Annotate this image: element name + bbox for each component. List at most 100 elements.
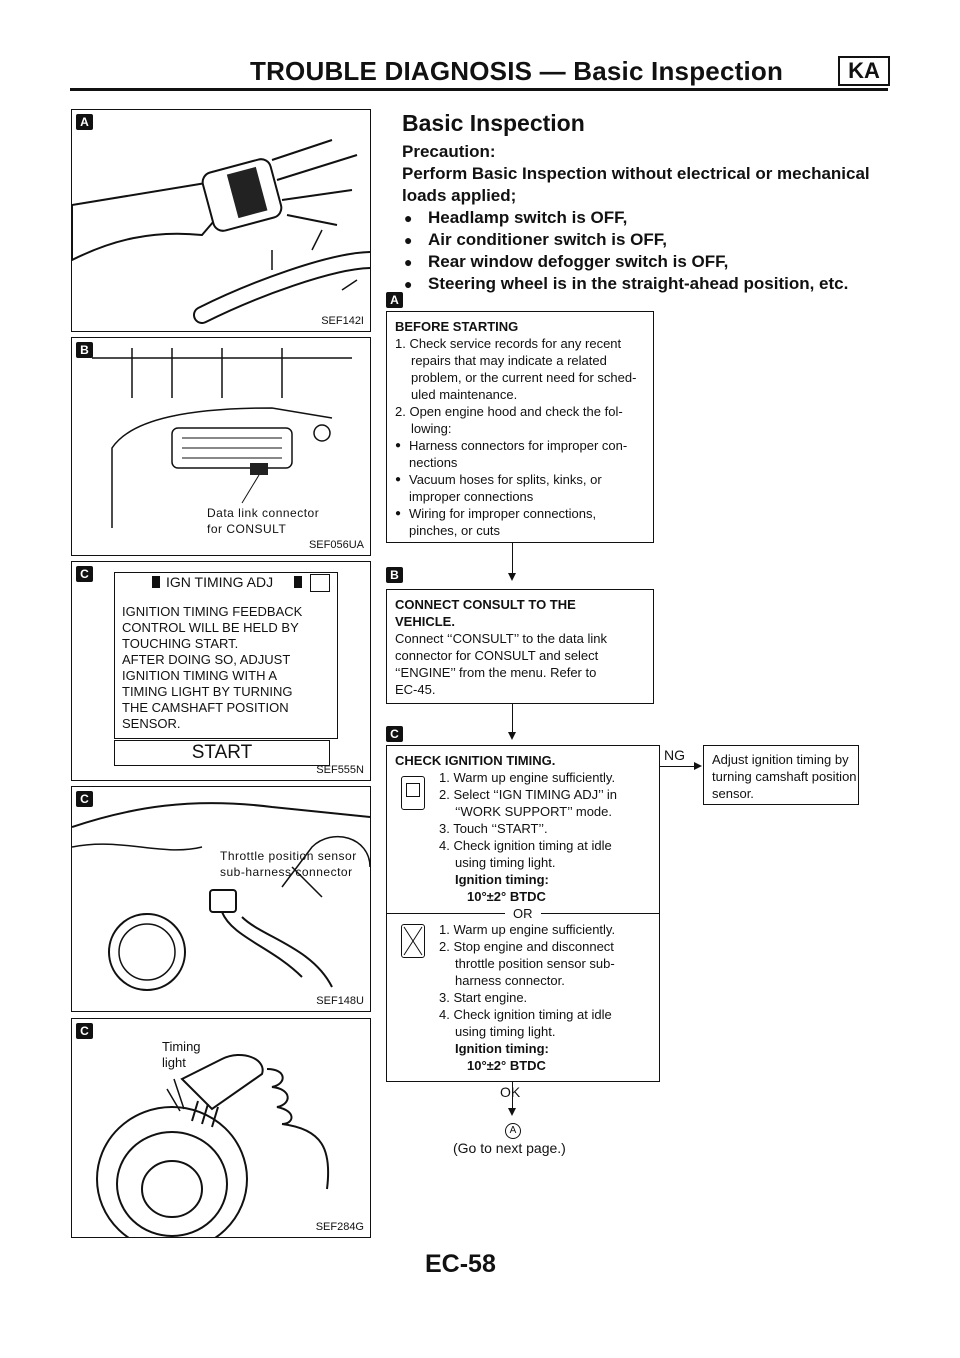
figure-label: Data link connector bbox=[207, 506, 320, 520]
screen-line: TIMING LIGHT BY TURNING bbox=[122, 684, 293, 699]
spec-label: Ignition timing: bbox=[455, 872, 549, 887]
figure-code: SEF555N bbox=[316, 764, 364, 776]
proc-line: using timing light. bbox=[455, 855, 556, 870]
screen-frame bbox=[114, 572, 338, 739]
figure-label: for CONSULT bbox=[207, 522, 287, 536]
pulley-illustration bbox=[96, 1054, 330, 1237]
figure-c-consult-screen: C IGN TIMING ADJ IGNITION TIMING FEEDBAC… bbox=[71, 561, 371, 781]
screen-title-block bbox=[294, 576, 302, 588]
screen-start-button: START bbox=[114, 740, 330, 766]
screen-line: IGNITION TIMING WITH A bbox=[122, 668, 278, 683]
proc-line: 4. Check ignition timing at idle bbox=[439, 1007, 612, 1022]
figure-marker: B bbox=[76, 342, 93, 358]
proc-line: 1. Warm up engine sufficiently. bbox=[439, 922, 616, 937]
no-tool-icon-glyph bbox=[403, 926, 423, 956]
flow-connector bbox=[512, 704, 513, 732]
start-label: START bbox=[191, 742, 253, 763]
figure-b: B Data link connector for CONSULT SEF056… bbox=[71, 337, 371, 556]
proc-line: 3. Touch ‘‘START’’. bbox=[439, 821, 548, 836]
screen-message: IGNITION TIMING FEEDBACK CONTROL WILL BE… bbox=[122, 604, 302, 732]
step-line: lowing: bbox=[411, 421, 452, 436]
flow-marker-a: A bbox=[386, 292, 403, 308]
box-line: EC-45. bbox=[395, 682, 436, 697]
ok-arrow bbox=[508, 1108, 516, 1116]
figure-code: SEF148U bbox=[316, 995, 364, 1007]
flow-marker-b: B bbox=[386, 567, 403, 583]
figure-c-throttle-sensor: C Throttle position sensor sub-harness c… bbox=[71, 786, 371, 1012]
precaution-item: Steering wheel is in the straight-ahead … bbox=[402, 273, 897, 295]
check-item-cont: pinches, or cuts bbox=[409, 523, 501, 538]
switch-illustration bbox=[72, 139, 370, 324]
check-item: Wiring for improper connections, bbox=[395, 505, 653, 522]
or-label: OR bbox=[505, 905, 541, 922]
check-item: Vacuum hoses for splits, kinks, or bbox=[395, 471, 653, 488]
flow-marker-c: C bbox=[386, 726, 403, 742]
flow-arrow bbox=[508, 573, 516, 581]
figure-marker: A bbox=[76, 114, 93, 130]
spec-value: 10°±2° BTDC bbox=[467, 1058, 546, 1073]
figure-label: Throttle position sensor bbox=[220, 849, 357, 863]
page-header-title: TROUBLE DIAGNOSIS — Basic Inspection bbox=[250, 56, 784, 86]
manual-procedure: 1. Warm up engine sufficiently. 2. Stop … bbox=[439, 921, 657, 1074]
figure-code: SEF142I bbox=[321, 315, 364, 327]
screen-title: IGN TIMING ADJ bbox=[166, 574, 274, 590]
ok-label: OK bbox=[500, 1084, 521, 1100]
precaution-label: Precaution: bbox=[402, 142, 496, 161]
ok-connector bbox=[512, 1082, 513, 1108]
figure-code: SEF284G bbox=[315, 1221, 364, 1233]
precaution-item: Rear window defogger switch is OFF, bbox=[402, 251, 897, 273]
figure-code: SEF056UA bbox=[308, 539, 364, 551]
ng-arrow bbox=[694, 762, 702, 770]
precaution-item: Air conditioner switch is OFF, bbox=[402, 229, 897, 251]
box-heading: VEHICLE. bbox=[395, 614, 455, 629]
flow-box-check-ignition-timing: CHECK IGNITION TIMING. 1. Warm up engine… bbox=[386, 745, 660, 1082]
figure-marker: C bbox=[76, 791, 93, 807]
spec-label: Ignition timing: bbox=[455, 1041, 549, 1056]
screen-line: AFTER DOING SO, ADJUST bbox=[122, 652, 291, 667]
box-line: connector for CONSULT and select bbox=[395, 648, 599, 663]
ng-connector bbox=[660, 766, 694, 767]
box-heading: CONNECT CONSULT TO THE bbox=[395, 597, 576, 612]
box-line: ‘‘ENGINE’’ from the menu. Refer to bbox=[395, 665, 597, 680]
check-item-cont: nections bbox=[409, 455, 458, 470]
engine-bay-illustration bbox=[72, 802, 370, 991]
precaution-text: Perform Basic Inspection without electri… bbox=[402, 164, 870, 205]
no-tool-icon bbox=[401, 924, 425, 958]
flow-box-before-starting: BEFORE STARTING 1. Check service records… bbox=[386, 311, 654, 543]
page-number: EC-58 bbox=[425, 1250, 496, 1278]
screen-line: TOUCHING START. bbox=[122, 636, 239, 651]
proc-line: 4. Check ignition timing at idle bbox=[439, 838, 612, 853]
goto-marker-label: A bbox=[509, 1125, 517, 1136]
ng-line: sensor. bbox=[712, 786, 754, 801]
section-title: Basic Inspection bbox=[402, 110, 585, 136]
screen-line: IGNITION TIMING FEEDBACK bbox=[122, 604, 303, 619]
step-line: uled maintenance. bbox=[411, 387, 518, 402]
precaution-item: Headlamp switch is OFF, bbox=[402, 207, 897, 229]
ng-box-adjust-timing: Adjust ignition timing by turning camsha… bbox=[703, 745, 859, 805]
figure-marker: C bbox=[76, 1023, 93, 1039]
flow-connector bbox=[512, 543, 513, 573]
goto-marker: A bbox=[505, 1123, 521, 1139]
consult-procedure: 1. Warm up engine sufficiently. 2. Selec… bbox=[439, 769, 657, 905]
flow-box-connect-consult: CONNECT CONSULT TO THE VEHICLE. Connect … bbox=[386, 589, 654, 704]
proc-line: 2. Stop engine and disconnect bbox=[439, 939, 614, 954]
screen-checkbox bbox=[310, 574, 330, 592]
dashboard-illustration bbox=[92, 348, 352, 528]
screen-line: CONTROL WILL BE HELD BY bbox=[122, 620, 299, 635]
step-line: problem, or the current need for sched- bbox=[411, 370, 637, 385]
proc-line: 2. Select ‘‘IGN TIMING ADJ’’ in bbox=[439, 787, 617, 802]
step-line: 1. Check service records for any recent bbox=[395, 336, 622, 351]
step-line: repairs that may indicate a related bbox=[411, 353, 607, 368]
flow-arrow bbox=[508, 732, 516, 740]
consult-tool-icon bbox=[401, 776, 425, 810]
check-item: Harness connectors for improper con- bbox=[395, 437, 653, 454]
engine-badge: KA bbox=[838, 56, 890, 86]
figure-c-timing-light: C Timing light SEF284G bbox=[71, 1018, 371, 1238]
figure-label: Timing bbox=[162, 1039, 201, 1054]
box-heading: BEFORE STARTING bbox=[395, 319, 519, 334]
figure-a: A SEF142I bbox=[71, 109, 371, 332]
ng-label: NG bbox=[664, 747, 685, 763]
figure-marker: C bbox=[76, 566, 93, 582]
ng-line: Adjust ignition timing by bbox=[712, 752, 849, 767]
figure-label: sub-harness connector bbox=[220, 865, 353, 879]
